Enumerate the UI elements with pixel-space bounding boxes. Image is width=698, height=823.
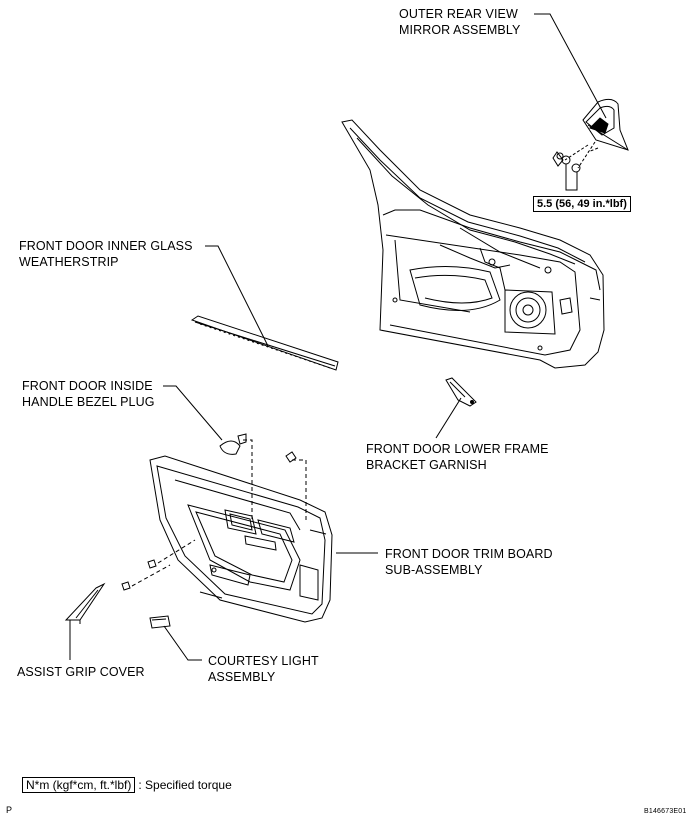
- weatherstrip-drawing: [190, 315, 339, 371]
- label-trim-board-line1: FRONT DOOR TRIM BOARD: [385, 547, 553, 561]
- screws-drawing: [121, 451, 307, 591]
- outer-mirror-drawing: [552, 98, 629, 191]
- label-courtesy-light: COURTESY LIGHT ASSEMBLY: [208, 653, 319, 685]
- frame-garnish-drawing: [445, 377, 477, 407]
- door-panel-drawing: [341, 119, 605, 369]
- legend-text: : Specified torque: [138, 778, 232, 792]
- label-frame-garnish: FRONT DOOR LOWER FRAME BRACKET GARNISH: [366, 441, 549, 473]
- assist-grip-drawing: [64, 582, 106, 624]
- label-outer-mirror-line2: MIRROR ASSEMBLY: [399, 23, 521, 37]
- label-courtesy-light-line1: COURTESY LIGHT: [208, 654, 319, 668]
- bezel-plug-drawing: [219, 433, 253, 520]
- legend-unit-box: N*m (kgf*cm, ft.*lbf): [22, 777, 136, 793]
- label-frame-garnish-line2: BRACKET GARNISH: [366, 458, 487, 472]
- corner-mark: P: [6, 805, 13, 815]
- label-bezel-plug-line1: FRONT DOOR INSIDE: [22, 379, 153, 393]
- label-trim-board: FRONT DOOR TRIM BOARD SUB-ASSEMBLY: [385, 546, 553, 578]
- torque-legend: N*m (kgf*cm, ft.*lbf): Specified torque: [22, 777, 232, 793]
- courtesy-light-drawing: [149, 615, 171, 629]
- label-assist-grip-line1: ASSIST GRIP COVER: [17, 665, 145, 679]
- label-weatherstrip: FRONT DOOR INNER GLASS WEATHERSTRIP: [19, 238, 193, 270]
- torque-spec-box: 5.5 (56, 49 in.*lbf): [533, 196, 631, 212]
- label-bezel-plug: FRONT DOOR INSIDE HANDLE BEZEL PLUG: [22, 378, 155, 410]
- label-bezel-plug-line2: HANDLE BEZEL PLUG: [22, 395, 155, 409]
- label-outer-mirror-line1: OUTER REAR VIEW: [399, 7, 518, 21]
- trim-board-drawing: [149, 455, 333, 623]
- label-frame-garnish-line1: FRONT DOOR LOWER FRAME: [366, 442, 549, 456]
- figure-code: B146673E01: [644, 808, 687, 815]
- label-weatherstrip-line1: FRONT DOOR INNER GLASS: [19, 239, 193, 253]
- label-assist-grip: ASSIST GRIP COVER: [17, 664, 145, 680]
- label-outer-mirror: OUTER REAR VIEW MIRROR ASSEMBLY: [399, 6, 520, 38]
- leader-lines: [69, 13, 607, 661]
- label-courtesy-light-line2: ASSEMBLY: [208, 670, 276, 684]
- label-weatherstrip-line2: WEATHERSTRIP: [19, 255, 119, 269]
- label-trim-board-line2: SUB-ASSEMBLY: [385, 563, 483, 577]
